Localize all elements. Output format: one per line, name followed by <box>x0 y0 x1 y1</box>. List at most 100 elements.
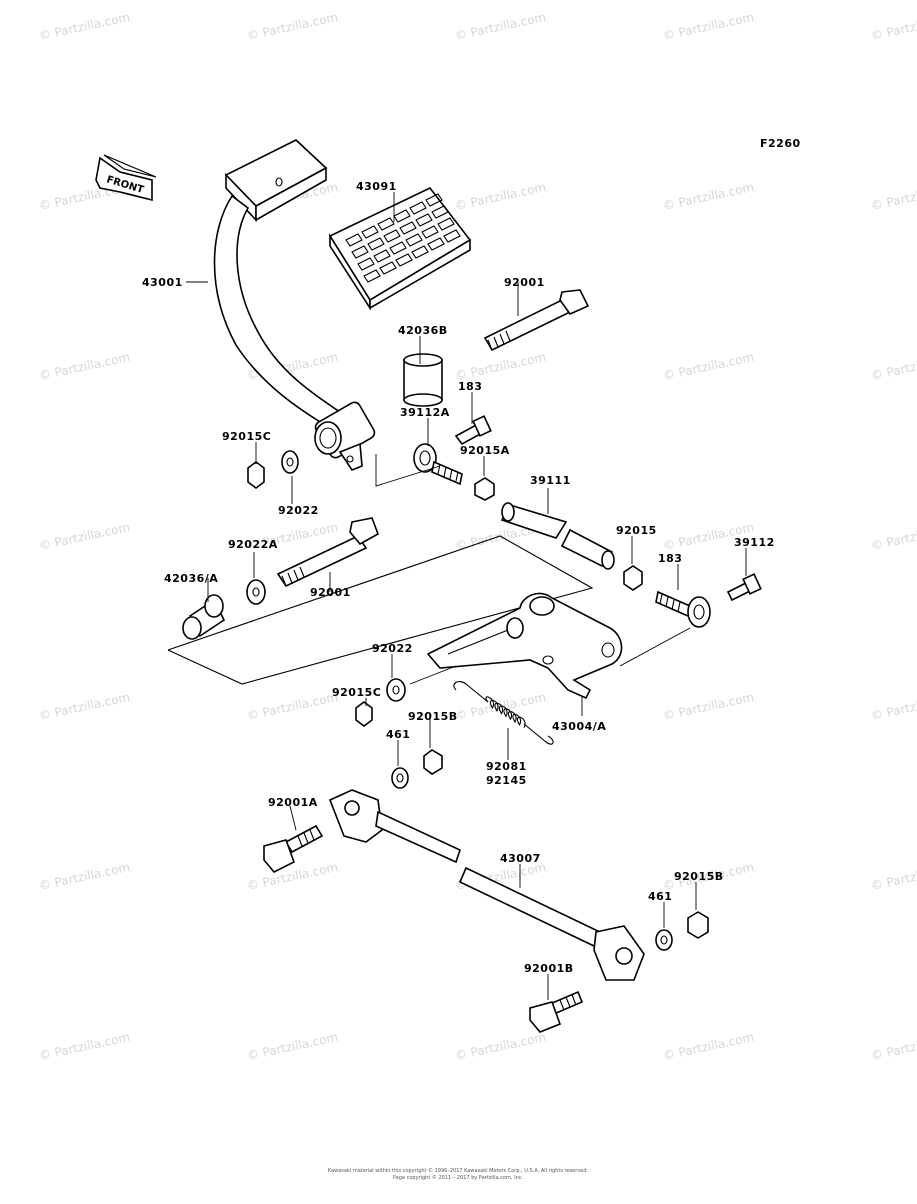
watermark-text: © Partzilla.com <box>870 1030 917 1063</box>
callout-label: 461 <box>386 728 410 741</box>
callout-label: 92001B <box>524 962 574 975</box>
callout-label: 43091 <box>356 180 397 193</box>
callout-label: 43004/A <box>552 720 606 733</box>
washer-92022-lower <box>386 678 406 702</box>
watermark-text: © Partzilla.com <box>662 180 755 213</box>
rod-39111 <box>500 502 615 570</box>
watermark-text: © Partzilla.com <box>246 10 339 43</box>
pivot-plane <box>167 535 594 685</box>
nut-92015a <box>474 477 495 501</box>
callout-label: 43001 <box>142 276 183 289</box>
callout-labels: 43091 43001 92001 42036B 183 39112A 92015C 9201… <box>142 180 774 975</box>
rubber-grip-cell <box>411 245 429 259</box>
watermark-text: © Partzilla.com <box>38 860 131 893</box>
watermark-text: © Partzilla.com <box>870 690 917 723</box>
brake-pedal-arm <box>213 139 376 471</box>
watermark-text: © Partzilla.com <box>662 10 755 43</box>
callout-label: 183 <box>458 380 482 393</box>
nut-92015c-lower <box>355 701 373 727</box>
watermark-text: © Partzilla.com <box>246 1030 339 1063</box>
callout-label: 39111 <box>530 474 571 487</box>
watermark-text: © Partzilla.com <box>454 180 547 213</box>
bolt-183-upper <box>454 415 492 446</box>
callout-label: 92015C <box>332 686 381 699</box>
callout-label: 92015B <box>408 710 458 723</box>
rubber-grip-cell <box>361 225 379 239</box>
rubber-grip-cell <box>405 233 423 247</box>
callout-label: 92022A <box>228 538 278 551</box>
rubber-grip-cell <box>351 245 369 259</box>
washer-92022a <box>246 579 266 605</box>
rubber-grip-cell <box>345 233 363 247</box>
callout-label: 42036/A <box>164 572 218 585</box>
rubber-grip-cell <box>421 225 439 239</box>
nut-92015b-right <box>687 911 709 939</box>
callout-label: 92015C <box>222 430 271 443</box>
callout-label: 42036B <box>398 324 448 337</box>
watermark-text: © Partzilla.com <box>454 1030 547 1063</box>
watermark-text: © Partzilla.com <box>38 350 131 383</box>
rubber-grip-cell <box>379 261 397 275</box>
rubber-grip-cell <box>443 229 461 243</box>
bolt-183-right <box>726 573 762 602</box>
bolt-92001a <box>263 824 324 873</box>
figure-code: F2260 <box>760 137 801 150</box>
callout-label: 92015 <box>616 524 657 537</box>
collar-42036a <box>182 594 226 640</box>
callout-label: 92015B <box>674 870 724 883</box>
watermark-text: © Partzilla.com <box>454 350 547 383</box>
collar-42036b <box>403 353 443 407</box>
callout-label: 92145 <box>486 774 527 787</box>
lever-bracket-43004a <box>426 592 623 700</box>
watermark-text: © Partzilla.com <box>662 690 755 723</box>
rubber-grip-cell <box>383 229 401 243</box>
callout-label: 461 <box>648 890 672 903</box>
callout-label: 92081 <box>486 760 527 773</box>
nut-92015c-upper <box>247 461 265 489</box>
rubber-grip-cell <box>431 205 449 219</box>
rubber-grip-cell <box>357 257 375 271</box>
watermark-layer: © Partzilla.com © Partzilla.com © Partzill… <box>38 10 917 1063</box>
callout-label: 92022 <box>372 642 413 655</box>
callout-label: 92015A <box>460 444 510 457</box>
rubber-grip-cell <box>409 201 427 215</box>
brake-rod-43007 <box>328 789 645 981</box>
watermark-text: © Partzilla.com <box>870 350 917 383</box>
callout-label: 92022 <box>278 504 319 517</box>
rubber-grip-cell <box>393 209 411 223</box>
watermark-text: © Partzilla.com <box>246 690 339 723</box>
callout-label: 92001 <box>504 276 545 289</box>
rubber-grip-cell <box>377 217 395 231</box>
watermark-text: © Partzilla.com <box>38 520 131 553</box>
watermark-text: © Partzilla.com <box>870 180 917 213</box>
rubber-grip-cell <box>367 237 385 251</box>
rod-end-39112 <box>655 590 711 628</box>
watermark-text: © Partzilla.com <box>662 350 755 383</box>
callout-label: 183 <box>658 552 682 565</box>
watermark-text: © Partzilla.com <box>870 520 917 553</box>
watermark-text: © Partzilla.com <box>454 10 547 43</box>
callout-label: 92001A <box>268 796 318 809</box>
rubber-grip-cell <box>389 241 407 255</box>
leader-lines <box>186 192 747 1000</box>
rubber-grip-cell <box>399 221 417 235</box>
washer-461-mid <box>391 767 409 789</box>
front-arrow-icon: FRONT <box>95 154 157 202</box>
rubber-grip-cell <box>415 213 433 227</box>
return-spring <box>453 681 554 745</box>
rubber-grip-cell <box>363 269 381 283</box>
watermark-text: © Partzilla.com <box>38 10 131 43</box>
bolt-92001b <box>529 990 584 1033</box>
watermark-text: © Partzilla.com <box>662 1030 755 1063</box>
rod-end-39112a <box>413 443 463 486</box>
copyright-line-2: Page copyright © 2011 – 2017 by Partzill… <box>393 1174 524 1181</box>
callout-label: 92001 <box>310 586 351 599</box>
nut-92015 <box>623 565 643 591</box>
washer-461-right <box>655 929 673 951</box>
callout-label: 39112A <box>400 406 450 419</box>
rubber-grip-cell <box>437 217 455 231</box>
watermark-text: © Partzilla.com <box>870 860 917 893</box>
callout-label: 43007 <box>500 852 541 865</box>
